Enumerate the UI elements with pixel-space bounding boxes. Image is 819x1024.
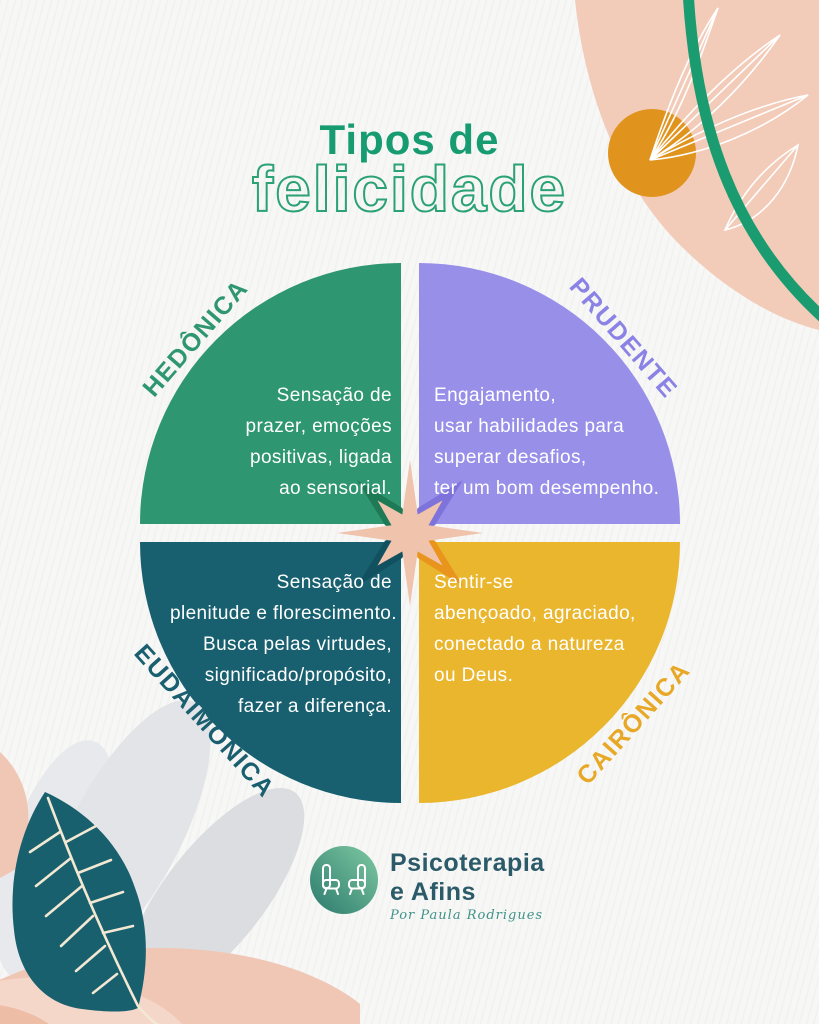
bottom-left-decoration <box>0 700 360 1024</box>
description-line: Engajamento, <box>434 385 557 406</box>
description-line: significado/propósito, <box>204 665 392 686</box>
white-leaves-icon <box>649 7 809 232</box>
description-line: ao sensorial. <box>279 478 392 499</box>
brand-logo <box>310 846 378 914</box>
hedonica-description: Sensação de prazer, emoções positivas, l… <box>180 380 392 504</box>
prudente-description: Engajamento, usar habilidades para super… <box>434 380 694 504</box>
description-line: usar habilidades para <box>434 416 625 437</box>
description-line: fazer a diferença. <box>237 696 392 717</box>
top-right-decoration <box>575 0 819 330</box>
brand-name: Psicoterapia e Afins <box>390 849 545 907</box>
description-line: conectado a natureza <box>434 634 625 655</box>
description-line: Sensação de <box>276 385 392 406</box>
page-title: Tipos de <box>319 116 500 163</box>
description-line: abençoado, agraciado, <box>434 603 636 624</box>
brand-name-line1: Psicoterapia <box>390 849 545 877</box>
description-line: Sentir-se <box>434 572 514 593</box>
description-line: ou Deus. <box>434 665 514 686</box>
description-line: ter um bom desempenho. <box>434 478 660 499</box>
teal-leaf-icon <box>12 792 160 1024</box>
chairs-icon <box>322 864 366 895</box>
eudaimonica-description: Sensação de plenitude e florescimento. B… <box>170 567 397 722</box>
description-line: Sensação de <box>276 572 392 593</box>
page-title-outline: felicidade <box>251 152 568 226</box>
logo-circle <box>310 846 378 914</box>
brand-name-line2: e Afins <box>390 878 476 906</box>
brand-byline: Por Paula Rodrigues <box>390 908 544 923</box>
caironica-description: Sentir-se abençoado, agraciado, conectad… <box>434 567 684 691</box>
description-line: plenitude e florescimento. <box>170 603 397 624</box>
description-line: Busca pelas virtudes, <box>203 634 392 655</box>
description-line: positivas, ligada <box>250 447 392 468</box>
description-line: superar desafios, <box>434 447 587 468</box>
description-line: prazer, emoções <box>245 416 392 437</box>
pink-dark-band-shape <box>0 1005 50 1024</box>
salmon-star-shape <box>337 460 483 606</box>
green-arc-shape <box>683 0 819 322</box>
center-star-decoration <box>337 460 483 606</box>
